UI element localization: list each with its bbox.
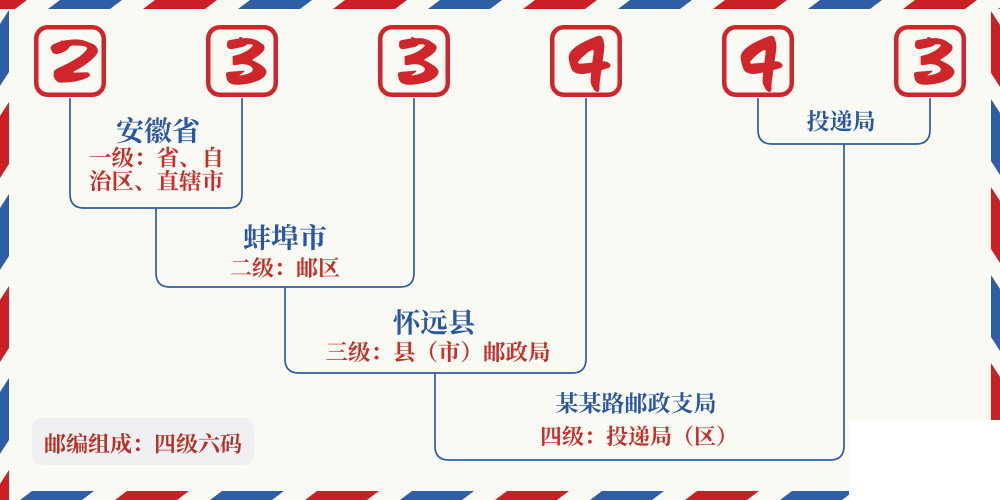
digit-box [722, 25, 794, 97]
level-4-desc: 四级：投递局（区） [540, 423, 738, 445]
digit-glyph-3 [397, 37, 439, 85]
digit-glyph-3 [913, 37, 955, 85]
digit-box [34, 25, 106, 97]
digit-box [378, 25, 450, 97]
digit-glyph-3 [225, 37, 267, 85]
border-stripes-top [0, 0, 1000, 9]
border-stripes-left [0, 0, 9, 500]
footer-label-glyphs [45, 432, 242, 454]
digit-glyph-4 [740, 35, 783, 92]
level-1-name: 安徽省 [116, 114, 200, 142]
digit-box [550, 25, 622, 97]
level-5-name: 投递局 [807, 107, 876, 130]
digit-box [894, 25, 966, 97]
level-2-name: 蚌埠市 [243, 221, 327, 249]
level-4-name: 某某路邮政支局 [556, 389, 717, 412]
connector-lines [69, 98, 931, 461]
connector-level-4 [434, 144, 845, 461]
digit-box [206, 25, 278, 97]
digit-glyph-2 [50, 39, 98, 83]
level-1-desc: 一级：省、自治区、直辖市 [86, 144, 227, 191]
border-stripes-bottom [0, 491, 1000, 500]
digit-glyph-4 [568, 35, 611, 92]
level-2-desc: 二级：邮区 [230, 254, 340, 276]
level-3-name: 怀远县 [393, 306, 476, 334]
border-stripes-right [991, 0, 1000, 500]
connector-level-5 [757, 98, 931, 145]
level-3-desc: 三级：县（市）邮政局 [325, 338, 550, 361]
white-patch [849, 420, 1000, 500]
